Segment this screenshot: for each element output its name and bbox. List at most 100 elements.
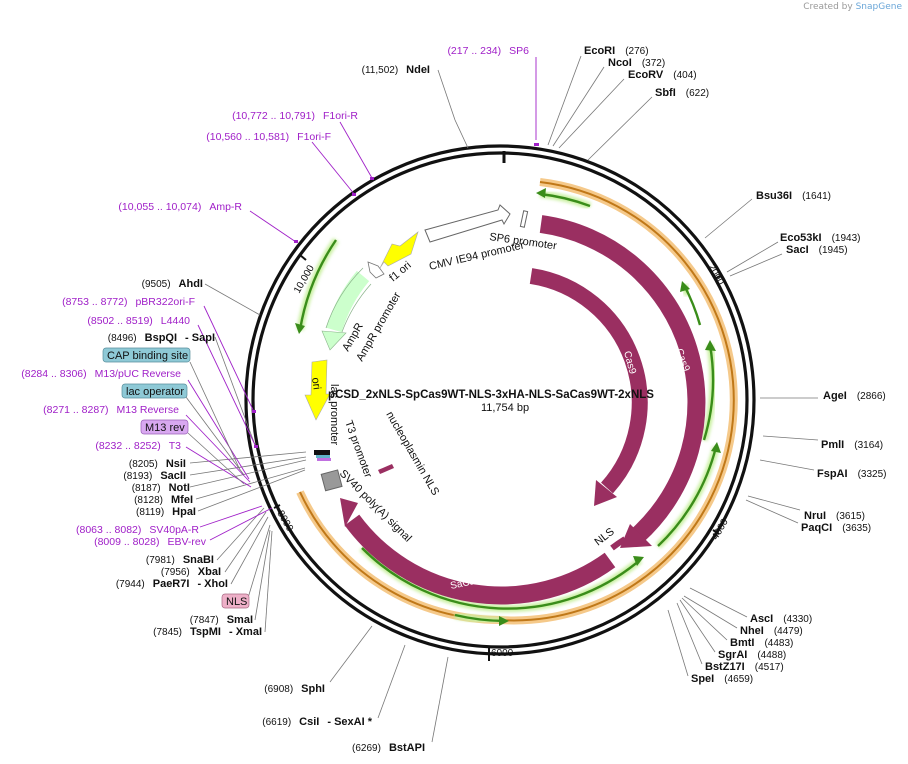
backbone-outer-ring bbox=[244, 144, 756, 656]
leader-f1ori-r bbox=[339, 121, 373, 179]
enzyme-bspqi[interactable]: (8496)BspQI- SapI bbox=[108, 332, 215, 344]
primer-mark-sp6 bbox=[534, 143, 539, 146]
enzyme-asci[interactable]: AscI(4330) bbox=[750, 613, 812, 625]
primer-f1ori-f[interactable]: (10,560 .. 10,581)F1ori-F bbox=[206, 131, 331, 143]
leader-ebv-rev bbox=[209, 507, 273, 541]
leader-bspqi bbox=[214, 336, 256, 446]
leader-ahdi bbox=[204, 283, 261, 316]
primer-amp-r[interactable]: (10,055 .. 10,074)Amp-R bbox=[118, 201, 242, 213]
cas9-outer-arc bbox=[539, 215, 706, 543]
leader-l4440 bbox=[197, 324, 257, 448]
enzyme-nhei[interactable]: NheI(4479) bbox=[740, 625, 803, 637]
enzyme-ecori[interactable]: EcoRI(276) bbox=[584, 45, 649, 57]
boxed-feature-labels: CAP binding site lac operator M13 rev NL… bbox=[102, 347, 250, 609]
leader-ncoi bbox=[552, 66, 605, 147]
lac-operator-bg bbox=[121, 383, 188, 399]
enzyme-pmli[interactable]: PmlI(3164) bbox=[821, 439, 883, 451]
enzyme-bsu36i[interactable]: Bsu36I(1641) bbox=[756, 190, 831, 202]
enzyme-bstapi[interactable]: (6269)BstAPI bbox=[352, 742, 425, 754]
orf-green-4 bbox=[657, 446, 718, 547]
orf-green-4-head bbox=[711, 442, 721, 453]
orf-green-7-head bbox=[295, 323, 305, 334]
primer-mark-pbr322 bbox=[252, 410, 256, 413]
enzyme-paer7i[interactable]: (7944)PaeR7I- XhoI bbox=[116, 578, 228, 590]
enzyme-saci[interactable]: SacI(1945) bbox=[786, 244, 848, 256]
enzyme-bstz17i[interactable]: BstZ17I(4517) bbox=[705, 661, 784, 673]
nls-bg bbox=[221, 593, 250, 609]
m13-block bbox=[317, 458, 331, 461]
leader-pbr322ori-f bbox=[203, 305, 255, 413]
primer-t3[interactable]: (8232 .. 8252)T3 bbox=[95, 440, 181, 452]
enzyme-eco53ki[interactable]: Eco53kI(1943) bbox=[780, 232, 861, 244]
cas9-inner-arrowhead bbox=[594, 480, 617, 506]
leader-lacop-box bbox=[185, 396, 245, 476]
orf-green-5 bbox=[361, 547, 641, 610]
nls-small-arc bbox=[610, 536, 627, 551]
enzyme-spei[interactable]: SpeI(4659) bbox=[691, 673, 753, 685]
primer-m13-puc-reverse[interactable]: (8284 .. 8306)M13/pUC Reverse bbox=[21, 368, 181, 380]
enzyme-ecorv[interactable]: EcoRV(404) bbox=[628, 69, 697, 81]
leader-amp-r bbox=[249, 210, 297, 243]
enzyme-agei[interactable]: AgeI(2866) bbox=[823, 390, 886, 402]
enzyme-sphi[interactable]: (6908)SphI bbox=[264, 683, 325, 695]
enzyme-xbai[interactable]: (7956)XbaI bbox=[161, 566, 221, 578]
enzyme-ncoi[interactable]: NcoI(372) bbox=[608, 57, 665, 69]
ampr-promoter-arrow bbox=[367, 261, 385, 279]
ori-label: ori bbox=[309, 377, 323, 391]
primer-l4440[interactable]: (8502 .. 8519)L4440 bbox=[87, 315, 190, 327]
enzyme-sbfi[interactable]: SbfI(622) bbox=[655, 87, 709, 99]
primer-sp6[interactable]: (217 .. 234)SP6 bbox=[447, 45, 529, 57]
sacas9-arc bbox=[344, 514, 616, 605]
leader-bmti bbox=[681, 597, 728, 641]
leader-paer7i bbox=[230, 516, 269, 585]
primer-mark-f1ori-r bbox=[370, 177, 374, 180]
tick-mark-4000 bbox=[712, 529, 720, 535]
primer-m13-reverse[interactable]: (8271 .. 8287)M13 Reverse bbox=[43, 404, 179, 416]
enzyme-paqci[interactable]: PaqCI(3635) bbox=[801, 522, 871, 534]
enzyme-nrui[interactable]: NruI(3615) bbox=[804, 510, 865, 522]
enzyme-fspai[interactable]: FspAI(3325) bbox=[817, 468, 886, 480]
m13-rev-box[interactable]: M13 rev bbox=[140, 419, 189, 435]
enzyme-tspmi[interactable]: (7845)TspMI- XmaI bbox=[153, 626, 262, 638]
orf-green-2 bbox=[682, 284, 702, 326]
enzyme-hpai[interactable]: (8119)HpaI bbox=[136, 506, 196, 518]
lac-operator-box[interactable]: lac operator bbox=[121, 383, 188, 399]
enzyme-snabi[interactable]: (7981)SnaBI bbox=[146, 554, 214, 566]
sacas9-arrowhead bbox=[340, 498, 358, 527]
enzyme-noti[interactable]: (8187)NotI bbox=[132, 482, 190, 494]
leader-eco53ki bbox=[726, 241, 779, 273]
enzyme-bmti[interactable]: BmtI(4483) bbox=[730, 637, 793, 649]
f1-ori-arrow bbox=[379, 231, 419, 269]
leader-asci bbox=[689, 587, 748, 618]
sp6-promoter-mark bbox=[519, 210, 529, 228]
sv40-polya-block bbox=[320, 469, 343, 492]
leader-bsu36i bbox=[704, 198, 753, 239]
leader-saci bbox=[729, 253, 783, 277]
primer-sv40pa-r[interactable]: (8063 .. 8082)SV40pA-R bbox=[76, 524, 199, 536]
primer-f1ori-r[interactable]: (10,772 .. 10,791)F1ori-R bbox=[232, 110, 358, 122]
orf-orange-right-core bbox=[499, 181, 735, 622]
enzyme-smai[interactable]: (7847)SmaI bbox=[190, 614, 253, 626]
nls-box[interactable]: NLS bbox=[221, 593, 250, 609]
enzyme-ndei[interactable]: (11,502)NdeI bbox=[362, 64, 430, 76]
primer-ebv-rev[interactable]: (8009 .. 8028)EBV-rev bbox=[94, 536, 207, 548]
tick-label-2000: 2000 bbox=[705, 262, 726, 287]
enzyme-mfei[interactable]: (8128)MfeI bbox=[134, 494, 193, 506]
enzyme-csii[interactable]: (6619)CsiI- SexAI * bbox=[262, 716, 372, 728]
cap-binding-site-box[interactable]: CAP binding site bbox=[102, 347, 191, 363]
tick-label-4000: 4000 bbox=[710, 517, 731, 542]
cap-binding-site-bg bbox=[102, 347, 191, 363]
backbone bbox=[244, 144, 756, 656]
lac-operator-label: lac operator bbox=[126, 386, 184, 398]
leader-nls-box bbox=[247, 524, 271, 599]
enzyme-sgrai[interactable]: SgrAI(4488) bbox=[718, 649, 786, 661]
enzyme-nsii[interactable]: (8205)NsiI bbox=[129, 458, 186, 470]
primer-pbr322ori-f[interactable]: (8753 .. 8772)pBR322ori-F bbox=[62, 296, 195, 308]
enzyme-ahdi[interactable]: (9505)AhdI bbox=[142, 278, 203, 290]
leader-sgrai bbox=[679, 599, 716, 653]
lac-promoter-block bbox=[314, 450, 330, 455]
leader-bstz17i bbox=[676, 602, 703, 665]
enzyme-sacii[interactable]: (8193)SacII bbox=[123, 470, 186, 482]
snapgene-credit: Created by SnapGene bbox=[803, 2, 902, 12]
